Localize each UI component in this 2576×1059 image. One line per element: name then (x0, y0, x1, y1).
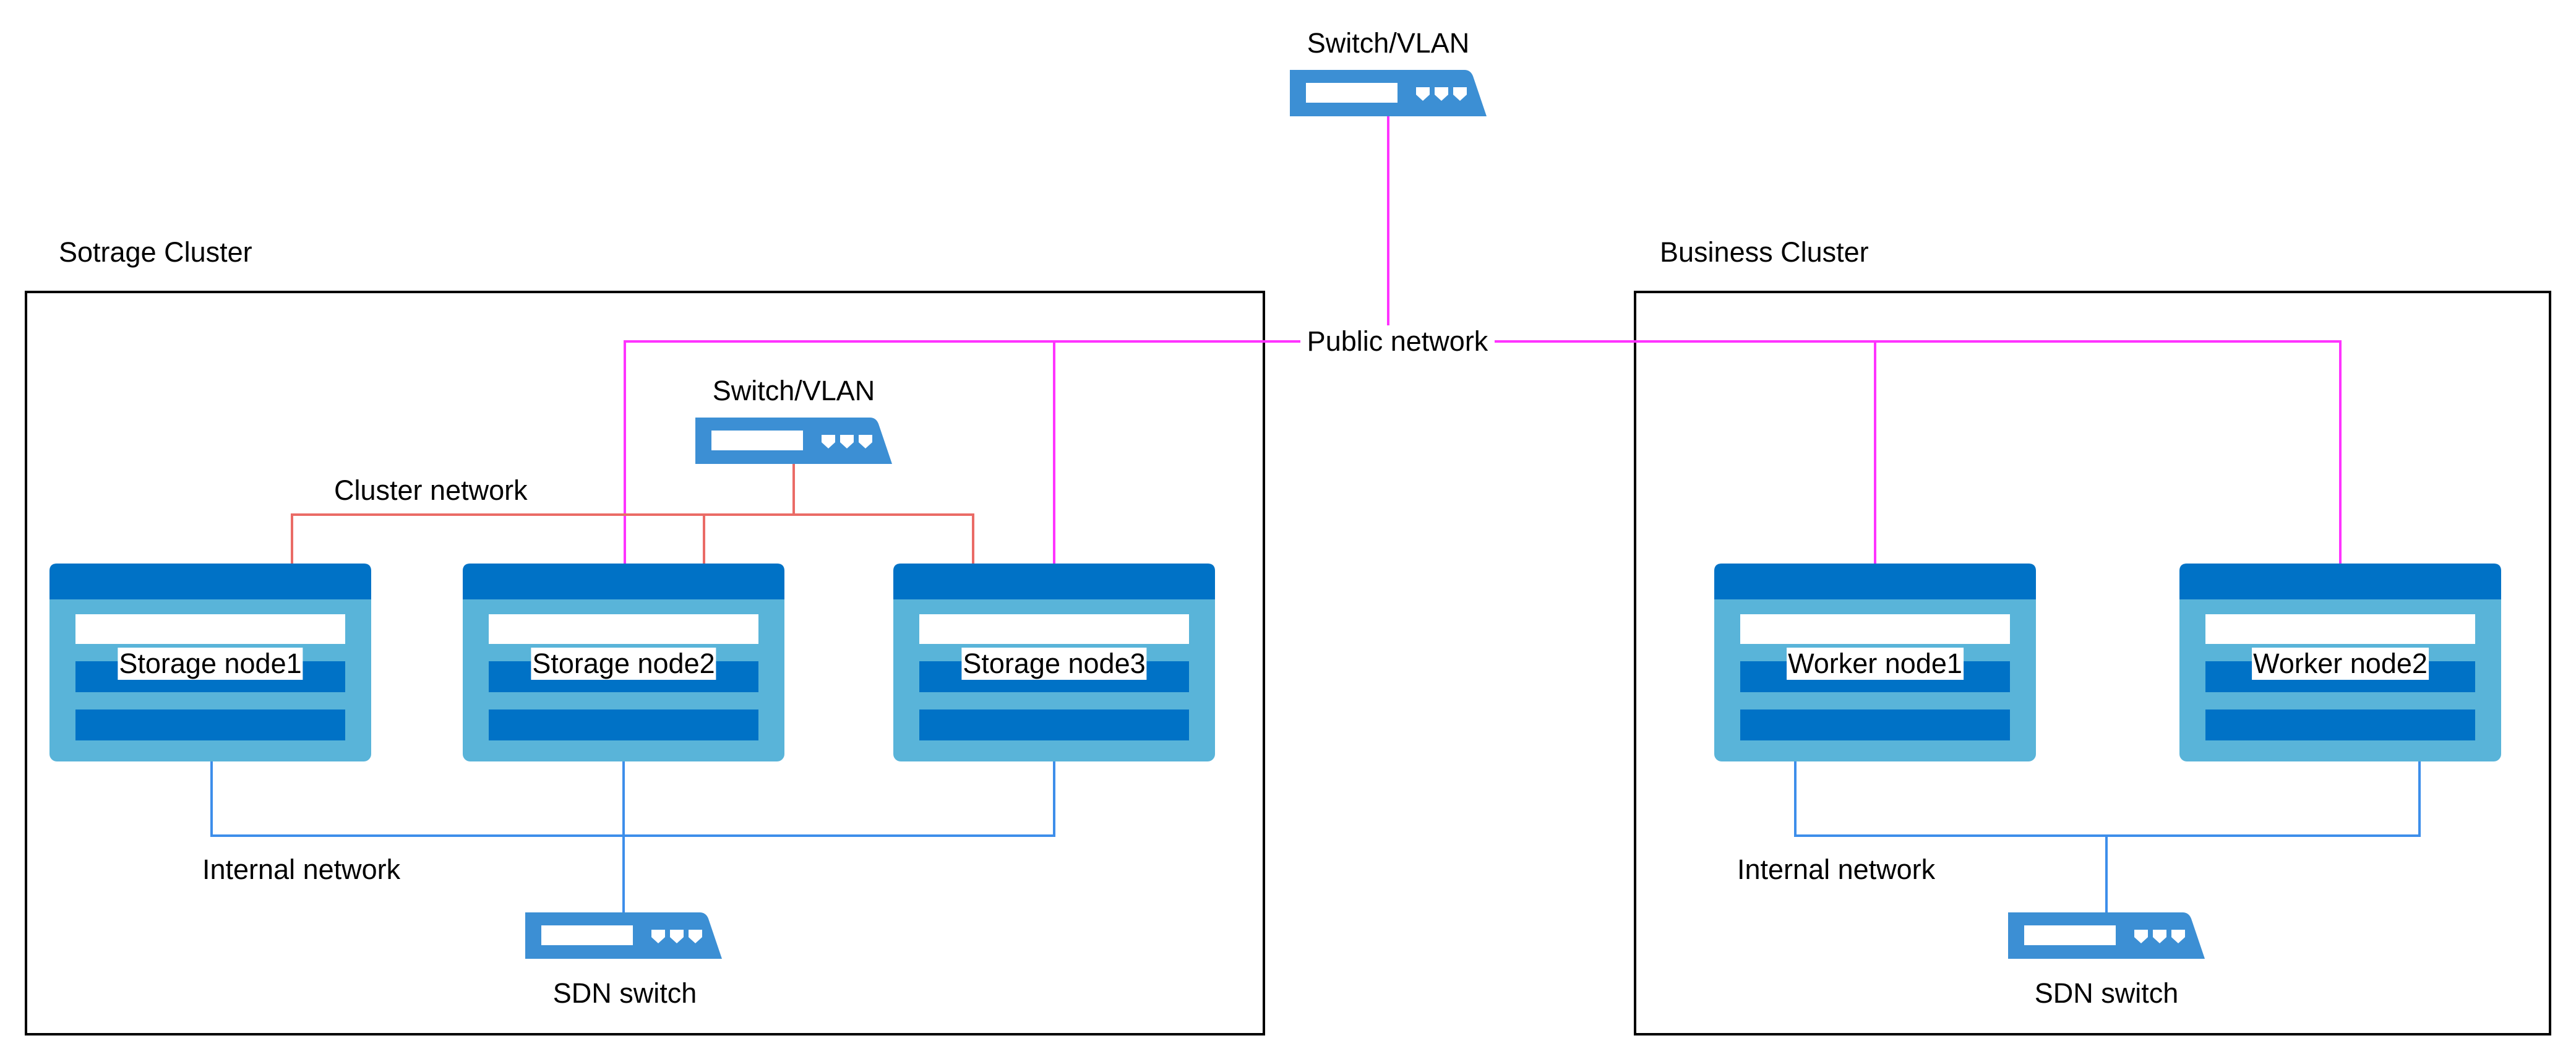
storage-sdn-switch-label: SDN switch (552, 977, 697, 1009)
cluster-network-links (291, 464, 974, 564)
business-internal-network-label: Internal network (1737, 854, 1936, 885)
top-switch-icon (1290, 70, 1487, 116)
storage-switch-label: Switch/VLAN (712, 375, 875, 406)
worker-node2-label: Worker node2 (2252, 648, 2429, 680)
public-network-label: Public network (1304, 325, 1491, 358)
worker-node1-label: Worker node1 (1787, 648, 1964, 680)
storage-internal-network-label: Internal network (202, 854, 401, 885)
business-cluster-frame (1634, 291, 2551, 1035)
business-sdn-switch-icon (2008, 912, 2205, 959)
top-switch-label: Switch/VLAN (1307, 27, 1470, 59)
storage-sdn-switch-icon (525, 912, 722, 959)
internal-network-links (210, 761, 2421, 912)
storage-node2-label: Storage node2 (531, 648, 716, 680)
storage-cluster-frame (25, 291, 1265, 1035)
business-cluster-title: Business Cluster (1660, 236, 1869, 268)
storage-switch-icon (695, 418, 892, 464)
business-sdn-switch-label: SDN switch (2034, 977, 2179, 1009)
storage-cluster-title: Sotrage Cluster (59, 236, 252, 268)
storage-node3-label: Storage node3 (961, 648, 1147, 680)
cluster-network-label: Cluster network (334, 474, 528, 506)
public-network-links (624, 116, 2342, 564)
storage-node1-label: Storage node1 (118, 648, 303, 680)
